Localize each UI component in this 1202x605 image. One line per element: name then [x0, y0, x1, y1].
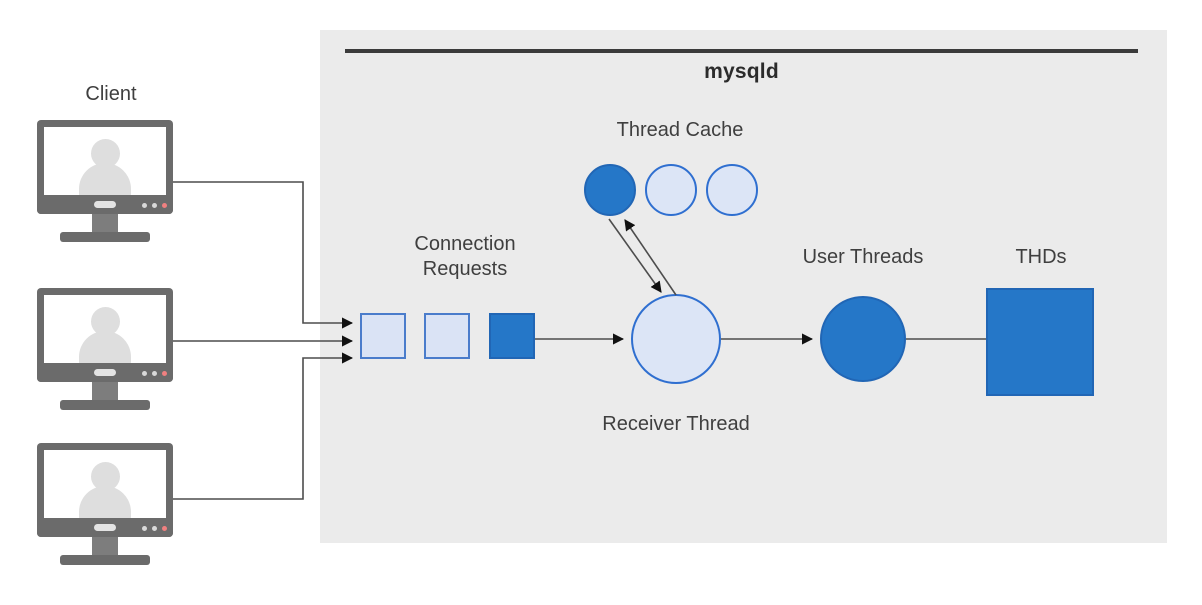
mysqld-title: mysqld — [704, 60, 779, 83]
client-monitor-1[interactable] — [37, 120, 173, 248]
monitor-logo — [94, 201, 116, 208]
monitor-stand-base — [60, 400, 150, 410]
client-label: Client — [85, 83, 137, 105]
monitor-stand-base — [60, 555, 150, 565]
mysqld-title-rule — [345, 49, 1138, 53]
client-monitor-2[interactable] — [37, 288, 173, 416]
monitor-logo — [94, 524, 116, 531]
monitor-led-icon-1 — [142, 371, 147, 376]
client-monitor-3[interactable] — [37, 443, 173, 571]
thds-node[interactable] — [986, 288, 1094, 396]
monitor-logo — [94, 369, 116, 376]
monitor-screen — [44, 450, 166, 518]
receiver-thread-label: Receiver Thread — [602, 413, 750, 435]
thds-label: THDs — [1015, 246, 1067, 268]
monitor-screen — [44, 127, 166, 195]
user-threads-label: User Threads — [802, 246, 924, 268]
thread-cache-thread-3[interactable] — [706, 164, 758, 216]
thread-cache-label: Thread Cache — [616, 119, 744, 141]
monitor-led-icon-2 — [152, 203, 157, 208]
monitor-led-icon-2 — [152, 371, 157, 376]
monitor-led-icon-3 — [162, 526, 167, 531]
receiver-thread-node[interactable] — [631, 294, 721, 384]
monitor-led-icon-3 — [162, 203, 167, 208]
monitor-led-icon-3 — [162, 371, 167, 376]
connection-requests-label: Connection Requests — [414, 233, 516, 280]
thread-cache-thread-2[interactable] — [645, 164, 697, 216]
user-threads-node[interactable] — [820, 296, 906, 382]
monitor-stand-base — [60, 232, 150, 242]
monitor-chin — [37, 519, 173, 537]
monitor-led-icon-1 — [142, 526, 147, 531]
monitor-led-icon-1 — [142, 203, 147, 208]
connection-request-slot-3[interactable] — [489, 313, 535, 359]
monitor-stand-neck — [92, 382, 118, 401]
user-avatar-icon-body — [79, 163, 131, 195]
mysqld-panel — [320, 30, 1167, 543]
monitor-stand-neck — [92, 537, 118, 556]
monitor-screen — [44, 295, 166, 363]
monitor-chin — [37, 196, 173, 214]
monitor-led-icon-2 — [152, 526, 157, 531]
monitor-chin — [37, 364, 173, 382]
connection-request-slot-1[interactable] — [360, 313, 406, 359]
user-avatar-icon-body — [79, 486, 131, 518]
thread-cache-thread-1[interactable] — [584, 164, 636, 216]
monitor-stand-neck — [92, 214, 118, 233]
user-avatar-icon-body — [79, 331, 131, 363]
connection-request-slot-2[interactable] — [424, 313, 470, 359]
